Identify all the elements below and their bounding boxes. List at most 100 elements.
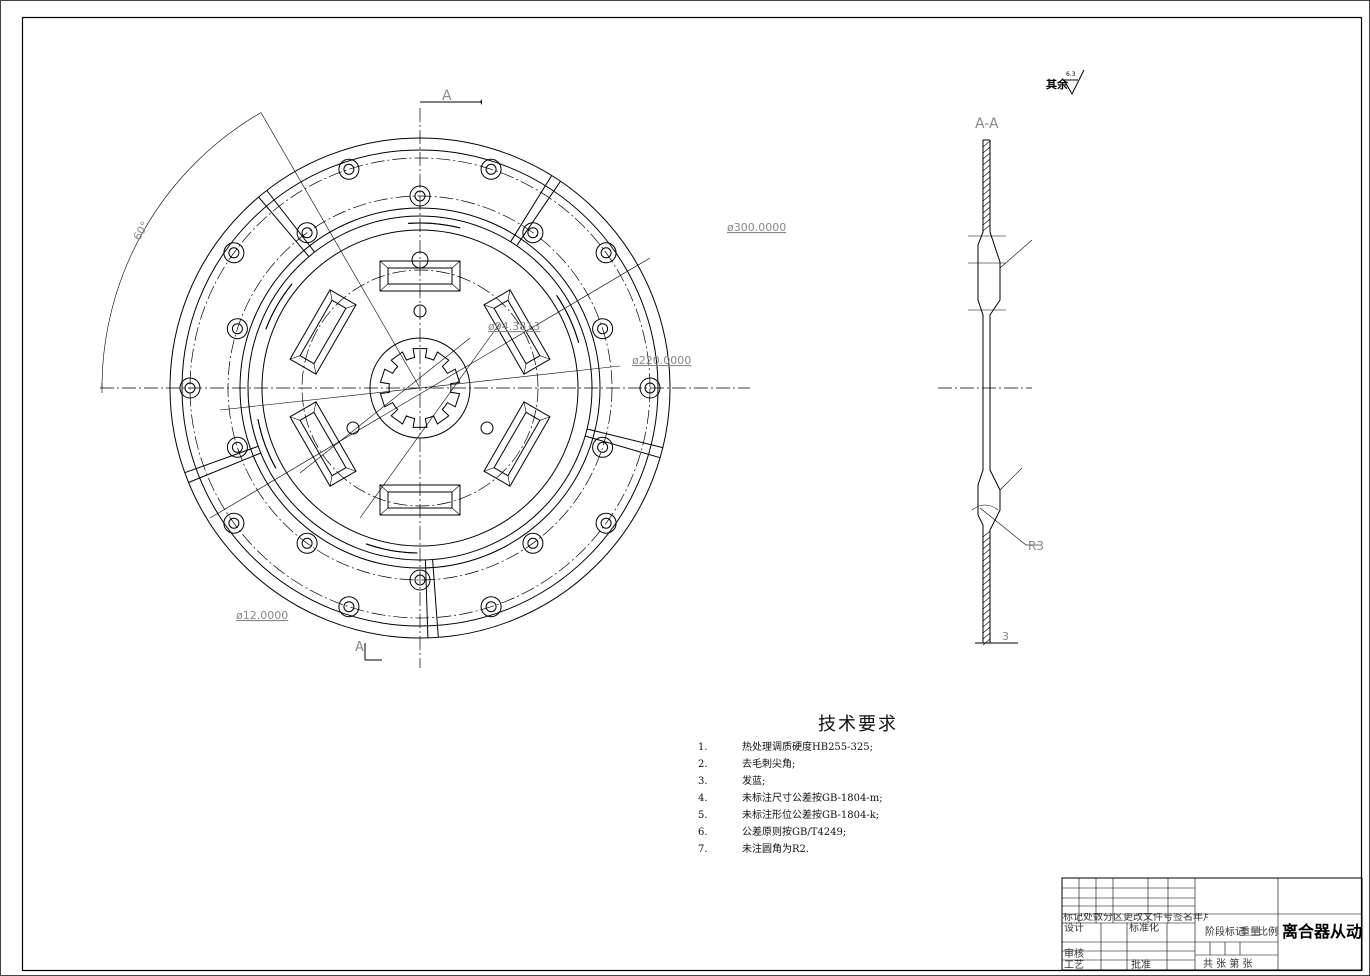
tech-note-num: 2. (698, 759, 708, 770)
radial-slot-line (184, 445, 259, 474)
tech-note-text: 未标注尺寸公差按GB-1804-m; (742, 793, 883, 804)
tb-stage: 阶段标记 (1205, 927, 1245, 938)
spring-window (483, 401, 551, 487)
window-chamfer (379, 260, 389, 269)
hatch-line (982, 188, 991, 196)
rivet-hole-inner (414, 190, 426, 202)
hatch-line (982, 578, 991, 586)
hatch-line (982, 620, 991, 628)
kidney-slot-fill (265, 283, 293, 330)
rivet-hole (522, 222, 544, 244)
tech-note-text: 未标注形位公差按GB-1804-k; (742, 810, 880, 821)
tb-standardize: 标准化 (1129, 923, 1159, 934)
hatch-line (982, 212, 991, 220)
rivet-hole (338, 158, 360, 180)
window-chamfer (379, 484, 389, 493)
section-view-title: A-A (975, 116, 999, 132)
window-chamfer (329, 475, 333, 487)
rivet-hole-inner (600, 517, 612, 529)
hatch-line (982, 596, 991, 604)
tech-note: 1.热处理调质硬度HB255-325; (698, 738, 873, 753)
dim-d220: ø220.0000 (632, 354, 691, 367)
tech-note-text: 公差原则按GB/T4249; (742, 827, 847, 838)
window-chamfer (451, 484, 461, 493)
rivet-hole-inner (644, 382, 656, 394)
rivet-hole-inner (301, 537, 313, 549)
rivet-hole (338, 596, 360, 618)
radial-slot-line (510, 175, 553, 243)
window-chamfer (539, 416, 551, 421)
tech-note-text: 未注圆角为R2. (742, 844, 810, 855)
kidney-slot-fill (408, 222, 461, 229)
hatch-line (982, 146, 991, 154)
window-chamfer (523, 363, 527, 375)
window-outer (379, 484, 461, 516)
hatch-line (982, 542, 991, 550)
tech-note: 2. 去毛刺尖角; (698, 755, 795, 770)
kidney-slot (265, 283, 293, 330)
radial-slot-line (516, 180, 561, 246)
hatch-line (982, 182, 991, 190)
rivet-hole (480, 158, 502, 180)
front-view (100, 99, 750, 668)
window-chamfer (451, 283, 461, 292)
radial-slot-line (432, 559, 439, 638)
rivet-hole (480, 596, 502, 618)
rivet-hole-inner (228, 517, 240, 529)
window-chamfer (313, 401, 317, 413)
window-outer (289, 401, 357, 487)
rivet-hole (226, 318, 248, 340)
rivet-hole-inner (597, 441, 609, 453)
rivet-hole (409, 569, 431, 591)
tech-note-text: 热处理调质硬度HB255-325; (742, 742, 873, 753)
rivet-hole-inner (597, 323, 609, 335)
tb-scale: 比例 (1258, 927, 1278, 938)
hatch-line (982, 536, 991, 544)
rivet-hole (592, 436, 614, 458)
hatch-line (982, 560, 991, 568)
window-chamfer (451, 507, 461, 516)
rivet-hole (639, 377, 661, 399)
tb-approve: 批准 (1131, 960, 1151, 971)
hatch-line (982, 584, 991, 592)
tech-requirements-title: 技术要求 (818, 714, 898, 735)
hatch-line (982, 554, 991, 562)
roughness-value: 6.3 (1066, 71, 1076, 78)
window-chamfer (345, 467, 357, 472)
window-chamfer (379, 507, 389, 516)
window-chamfer (379, 283, 389, 292)
window-chamfer (313, 363, 317, 375)
title-block-grid (1061, 877, 1363, 971)
tb-row-header: 标记处数分区更改文件号签名年月日 (1063, 913, 1208, 923)
hatch-line (982, 530, 991, 538)
tech-note-text: 去毛刺尖角; (742, 759, 796, 770)
rivet-hole (226, 436, 248, 458)
rivet-hole-inner (184, 382, 196, 394)
window-inner (299, 411, 347, 477)
hatch-line (982, 218, 991, 226)
hatch-line (982, 224, 991, 232)
radial-slot-line (585, 435, 661, 459)
rivet-hole (409, 185, 431, 207)
rivet-hole-inner (414, 574, 426, 586)
tech-note: 6.公差原则按GB/T4249; (698, 823, 846, 838)
rivet-hole (223, 242, 245, 264)
window-inner (493, 299, 541, 365)
window-outer (483, 289, 551, 375)
roughness-symbol: 其余 6.3 (1046, 69, 1085, 96)
rivet-hole-inner (343, 601, 355, 613)
dim-r3: R3 (1028, 539, 1044, 553)
spring-window (483, 289, 551, 375)
hatch-line (982, 638, 991, 646)
rivet-hole-inner (485, 163, 497, 175)
tech-note-text: 发蓝; (742, 776, 766, 787)
rivet-hole-inner (301, 227, 313, 239)
window-outer (289, 289, 357, 375)
rivet-hole (522, 532, 544, 554)
radial-slot-line (424, 559, 429, 638)
tb-part-name: 离合器从动盘 (1282, 922, 1362, 941)
section-label-top: A (442, 88, 452, 104)
tech-note: 4.未标注尺寸公差按GB-1804-m; (698, 789, 883, 804)
rivet-hole (296, 532, 318, 554)
